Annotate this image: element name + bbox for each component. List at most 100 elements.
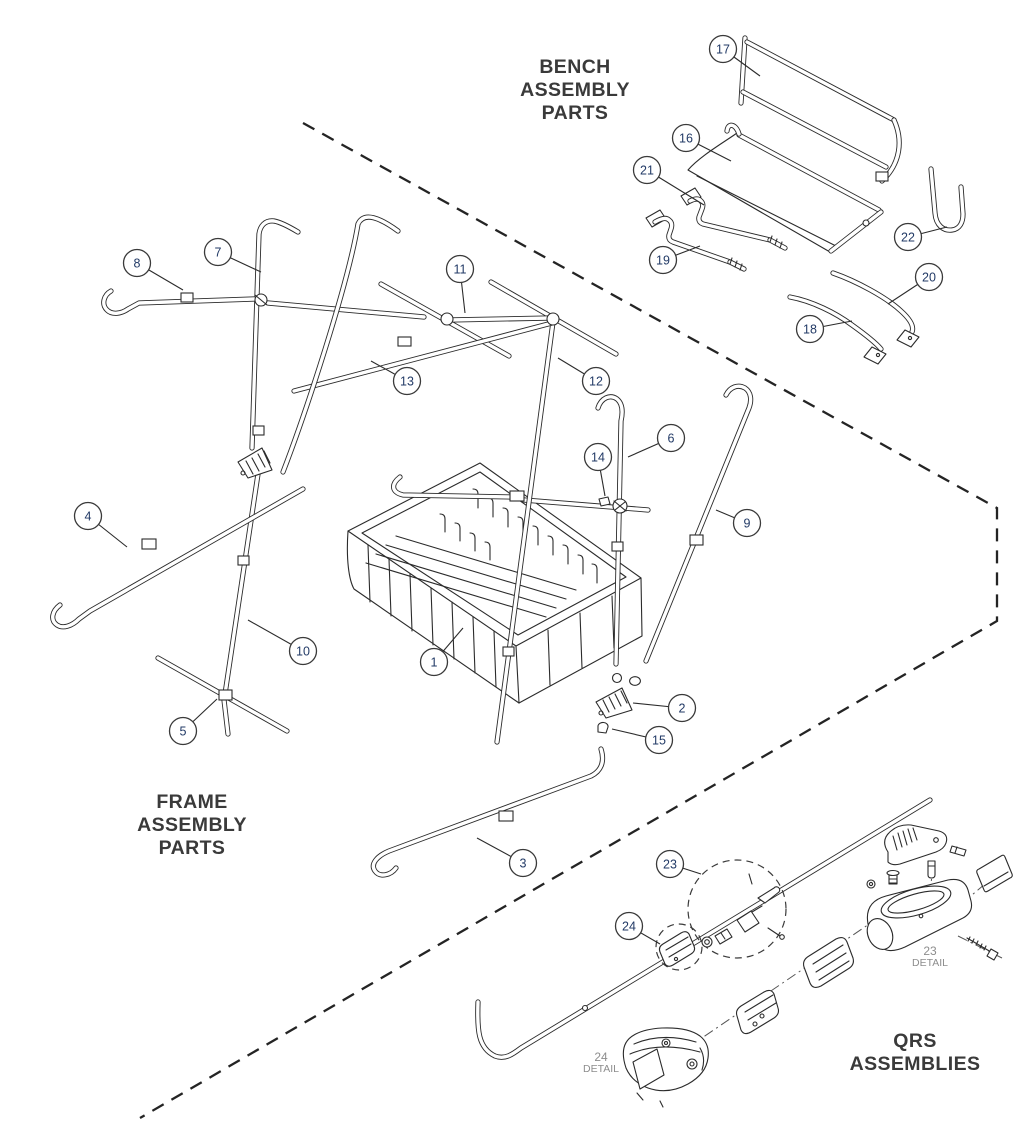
callout-number: 11 — [454, 263, 467, 277]
callout-6: 6 — [627, 423, 686, 458]
callout-circle — [392, 366, 422, 396]
callout-9: 9 — [715, 508, 762, 538]
callout-number: 13 — [400, 375, 414, 389]
bench-seat-rail — [680, 187, 788, 251]
callout-8: 8 — [122, 248, 184, 291]
callout-17: 17 — [708, 34, 761, 77]
callout-15: 15 — [611, 725, 674, 755]
heading-line: QRS — [893, 1030, 937, 1052]
callout-circle — [508, 848, 538, 878]
leg-clamp-foot — [237, 447, 273, 479]
callout-23: 23 — [655, 849, 702, 879]
callout-number: 12 — [589, 375, 603, 389]
callout-circle — [893, 222, 923, 252]
hanger-knob-nut — [598, 496, 611, 507]
callout-circle — [73, 501, 103, 531]
callout-24: 24 — [614, 911, 661, 945]
detail-word: DETAIL — [583, 1063, 619, 1075]
rear-leg-tube — [280, 214, 401, 475]
qrs-clamp-detail — [866, 824, 1013, 961]
callout-number: 20 — [922, 271, 936, 285]
callout-21: 21 — [632, 155, 705, 206]
qrs-long-rod — [475, 797, 933, 1060]
callout-circle — [655, 849, 685, 879]
qrs-connector-mid — [735, 989, 780, 1035]
callout-number: 1 — [431, 656, 438, 670]
detail-number: 23 — [923, 944, 937, 958]
callout-number: 21 — [640, 164, 654, 178]
callout-13: 13 — [370, 360, 422, 396]
callout-2: 2 — [632, 693, 697, 723]
callout-number: 19 — [656, 254, 670, 268]
tub-basin — [346, 462, 643, 704]
callout-circle — [632, 155, 662, 185]
callout-number: 7 — [215, 246, 222, 260]
end-cap — [597, 721, 609, 734]
callout-circle — [203, 237, 233, 267]
callout-circle — [671, 123, 701, 153]
hook-crossbar — [101, 288, 427, 320]
clamp-bolt — [866, 879, 876, 889]
detail-word: DETAIL — [912, 957, 948, 969]
callout-circle — [583, 442, 613, 472]
bench-seat-sling — [687, 122, 884, 254]
callout-18: 18 — [795, 314, 853, 344]
heading-line: FRAME — [156, 791, 228, 813]
heading-line: PARTS — [158, 837, 226, 859]
heading-line: ASSEMBLY — [520, 79, 630, 101]
hanger-post — [595, 394, 628, 667]
callout-16: 16 — [671, 123, 732, 162]
heading-line: ASSEMBLIES — [849, 1053, 981, 1075]
callout-number: 15 — [652, 734, 666, 748]
front-left-post — [249, 218, 301, 451]
detail-circle-24 — [655, 923, 703, 971]
callout-number: 10 — [296, 645, 310, 659]
callout-number: 5 — [180, 725, 187, 739]
qrs-assemblies-art — [475, 797, 1013, 1108]
callout-number: 8 — [134, 257, 141, 271]
callout-circle — [648, 245, 678, 275]
callout-22: 22 — [893, 222, 948, 252]
callout-circle — [644, 725, 674, 755]
callout-number: 23 — [663, 858, 677, 872]
callout-number: 2 — [679, 702, 686, 716]
t-foot-bar — [155, 655, 290, 734]
callout-12: 12 — [557, 357, 611, 396]
callout-7: 7 — [203, 237, 262, 273]
diagonal-support-tube — [643, 383, 754, 664]
heading-line: BENCH — [539, 56, 611, 78]
callout-circle — [914, 262, 944, 292]
heading-line: PARTS — [541, 102, 609, 124]
callout-number: 14 — [591, 451, 605, 465]
callout-4: 4 — [73, 501, 128, 548]
foot-clamp-small-parts — [595, 672, 641, 734]
section-boundary-line — [139, 121, 999, 1119]
bench-support-rail — [645, 209, 747, 272]
callout-1: 1 — [419, 627, 464, 677]
callout-number: 4 — [85, 510, 92, 524]
qrs-clamp-fittings — [701, 873, 785, 948]
callout-circle — [168, 716, 198, 746]
clamp-lever — [884, 824, 948, 866]
spreader-bar-assembly — [291, 279, 619, 745]
detail-label-24: 24 DETAIL — [566, 1051, 636, 1075]
clamp-side-screw — [949, 845, 967, 857]
callout-20: 20 — [887, 262, 944, 305]
detail-label-23: 23 DETAIL — [895, 945, 965, 969]
callout-number: 6 — [668, 432, 675, 446]
callout-19: 19 — [648, 245, 701, 275]
callout-number: 16 — [679, 132, 693, 146]
frame-section-heading: FRAME ASSEMBLY PARTS — [112, 791, 272, 860]
detail-circle-23 — [687, 859, 787, 959]
bench-armrest-right — [830, 270, 920, 348]
callout-14: 14 — [583, 442, 613, 497]
callout-circle — [581, 366, 611, 396]
callout-circle — [419, 647, 449, 677]
tub-handle-tube — [391, 474, 651, 513]
callout-number: 24 — [622, 920, 636, 934]
callout-circle — [656, 423, 686, 453]
callout-number: 17 — [716, 43, 730, 57]
callout-10: 10 — [247, 619, 318, 666]
